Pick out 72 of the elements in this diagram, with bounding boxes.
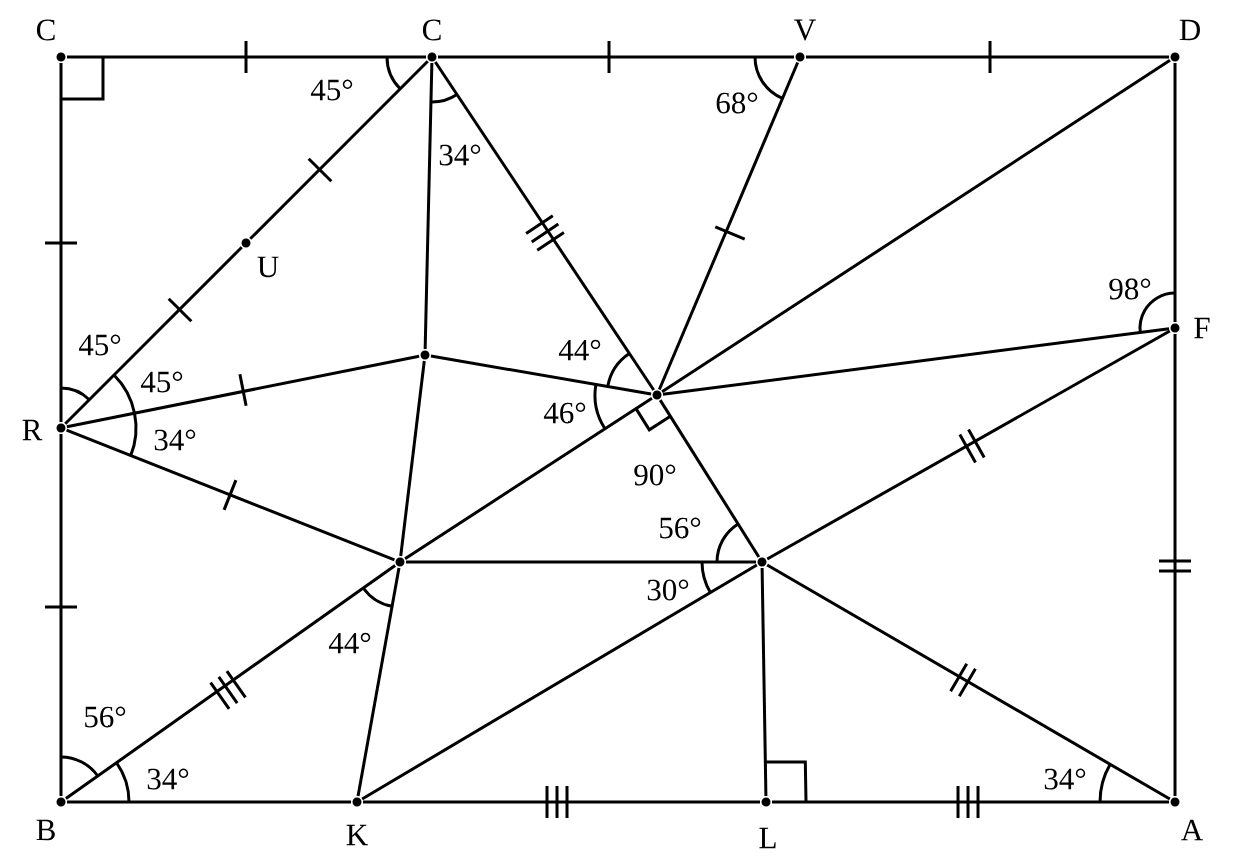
line-segment [1173, 63, 1177, 322]
line-segment [438, 55, 794, 59]
angle-label: 30° [647, 579, 689, 601]
point [395, 557, 405, 567]
point-label: L [759, 827, 776, 849]
line-segment [406, 560, 756, 564]
point [420, 350, 430, 360]
line-segment [249, 60, 429, 240]
point-label: A [1181, 819, 1203, 841]
line-segment [658, 399, 761, 558]
angle-label: 34° [154, 429, 196, 451]
line-segment [356, 567, 401, 797]
angle-label: 34° [1044, 768, 1086, 790]
angle-label: 98° [1109, 278, 1151, 300]
point [352, 797, 362, 807]
angle-label: 34° [147, 768, 189, 790]
point-label: F [1194, 317, 1210, 339]
angle-label: 90° [634, 464, 676, 486]
point-label: R [22, 419, 43, 441]
angle-label: 68° [716, 92, 758, 114]
angle-label: 45° [140, 371, 183, 393]
point [427, 52, 437, 62]
point-label: D [1179, 19, 1200, 41]
point [1170, 52, 1180, 62]
angle-label: 56° [660, 517, 701, 539]
line-segment [760, 568, 768, 797]
line-segment [67, 800, 351, 804]
line-segment [766, 563, 1171, 801]
point [56, 52, 66, 62]
line-segment [59, 434, 63, 796]
angle-label: 45° [78, 334, 121, 356]
line-segment [361, 563, 758, 801]
point [56, 423, 66, 433]
line-segment [423, 62, 434, 350]
point [795, 52, 805, 62]
angle-label: 56° [85, 706, 126, 728]
line-segment [66, 428, 395, 562]
point [1170, 797, 1180, 807]
point-label: C [36, 19, 55, 41]
line-segment [66, 354, 420, 429]
angle-label: 44° [558, 339, 601, 361]
line-segment [59, 63, 63, 422]
line-segment [434, 61, 655, 391]
line-segment [661, 59, 1171, 393]
angle-label: 45° [310, 79, 353, 101]
line-segment [657, 61, 800, 391]
line-segment [430, 354, 652, 396]
line-segment [64, 246, 243, 425]
line-segment [363, 800, 760, 804]
point-label: C [422, 19, 441, 41]
point [757, 557, 767, 567]
line-segment [67, 55, 426, 59]
point [761, 797, 771, 807]
angle-label: 46° [543, 402, 586, 424]
line-segment [399, 360, 426, 557]
line-segment [806, 55, 1169, 59]
point [56, 797, 66, 807]
line-segment [772, 800, 1169, 804]
point [241, 238, 251, 248]
angle-label: 34° [439, 144, 481, 166]
point-label: U [257, 256, 279, 278]
angle-label: 44° [328, 632, 371, 654]
point-label: B [36, 819, 55, 841]
line-segment [65, 564, 396, 800]
point [1170, 323, 1180, 333]
point-label: K [346, 824, 368, 846]
line-segment [404, 397, 653, 560]
line-segment [662, 327, 1170, 396]
point [652, 390, 662, 400]
point-label: V [794, 19, 816, 41]
line-segment [766, 329, 1171, 561]
line-segment [1173, 334, 1177, 796]
